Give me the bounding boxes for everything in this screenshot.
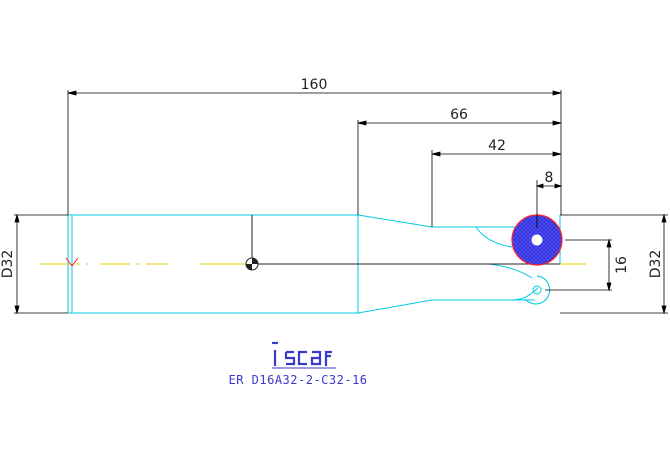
gauge-point-icon	[245, 257, 259, 271]
dim-66-label: 66	[450, 107, 468, 123]
dim-160-label: 160	[301, 77, 328, 93]
iscar-logo	[272, 341, 336, 369]
dimension-lines	[14, 90, 668, 315]
dim-42-label: 42	[488, 138, 506, 154]
dim-d32-right-label: D32	[648, 250, 664, 279]
dim-d32-left-label: D32	[0, 250, 16, 279]
dim-16-label: 16	[614, 256, 630, 274]
tool-designation: ER D16A32-2-C32-16	[228, 373, 367, 387]
insert-icon	[511, 214, 563, 266]
dim-8-label: 8	[545, 170, 554, 186]
left-marker	[65, 257, 79, 267]
